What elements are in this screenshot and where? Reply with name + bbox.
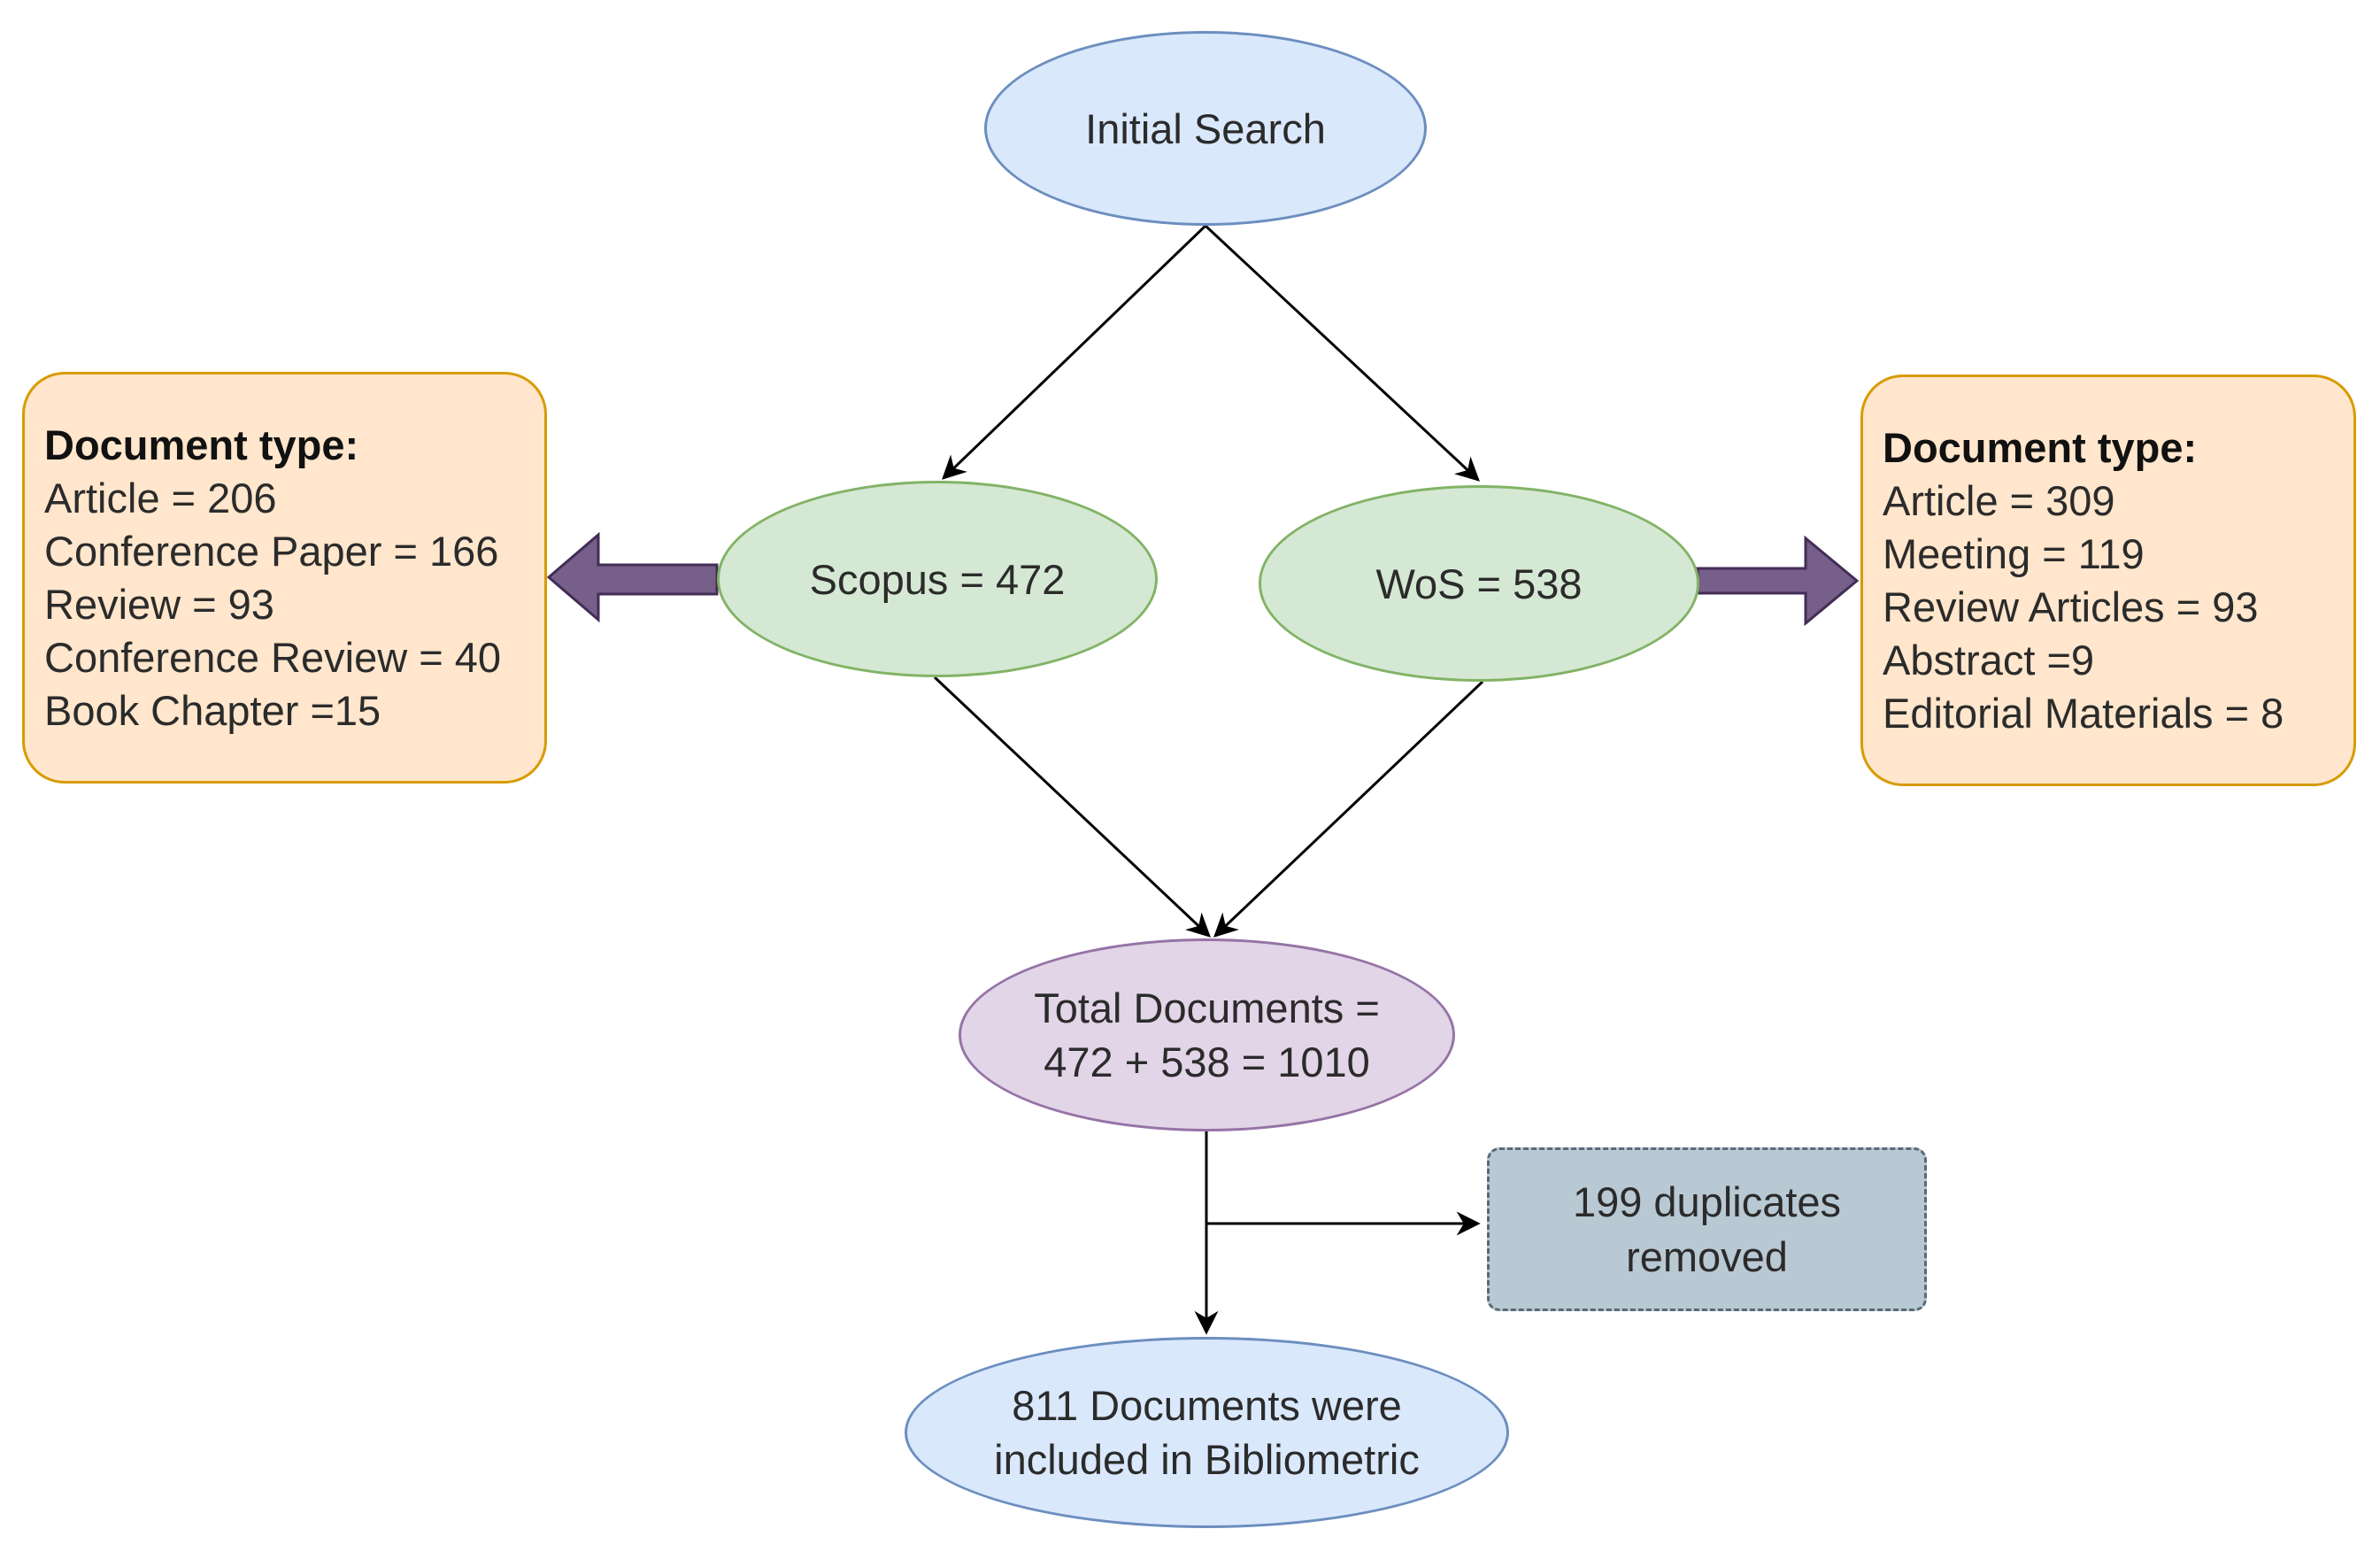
scopus-document-types-box: Document type: Article = 206 Conference … bbox=[22, 372, 547, 784]
total-documents-node: Total Documents = 472 + 538 = 1010 bbox=[959, 938, 1455, 1131]
wos-type-item: Meeting = 119 bbox=[1883, 530, 2145, 577]
total-documents-sum: 472 + 538 = 1010 bbox=[1044, 1039, 1370, 1085]
duplicates-label-line1: 199 duplicates bbox=[1572, 1178, 1842, 1225]
initial-search-node: Initial Search bbox=[984, 31, 1427, 226]
wos-type-item: Review Articles = 93 bbox=[1883, 583, 2259, 630]
scopus-types-heading: Document type: bbox=[44, 421, 359, 468]
scopus-node: Scopus = 472 bbox=[717, 481, 1158, 677]
scopus-type-item: Book Chapter =15 bbox=[44, 687, 381, 734]
final-documents-line1: 811 Documents were bbox=[1012, 1382, 1402, 1429]
scopus-type-item: Article = 206 bbox=[44, 475, 277, 521]
block-arrow-left bbox=[546, 531, 719, 623]
arrow-wos-to-total bbox=[1213, 680, 1484, 938]
wos-type-item: Editorial Materials = 8 bbox=[1883, 690, 2284, 737]
final-documents-line2: included in Bibliometric bbox=[994, 1436, 1420, 1483]
scopus-type-item: Review = 93 bbox=[44, 581, 274, 628]
wos-node: WoS = 538 bbox=[1259, 485, 1699, 682]
wos-type-item: Abstract =9 bbox=[1883, 637, 2095, 683]
initial-search-label: Initial Search bbox=[1085, 104, 1326, 152]
scopus-type-item: Conference Paper = 166 bbox=[44, 528, 499, 575]
arrow-initial-to-scopus bbox=[942, 224, 1207, 480]
arrow-scopus-to-total bbox=[933, 676, 1211, 938]
block-arrow-right bbox=[1696, 535, 1860, 627]
wos-label: WoS = 538 bbox=[1375, 560, 1583, 607]
total-documents-label: Total Documents = bbox=[1034, 984, 1380, 1031]
wos-types-heading: Document type: bbox=[1883, 424, 2198, 471]
final-documents-node: 811 Documents were included in Bibliomet… bbox=[905, 1337, 1509, 1528]
scopus-type-item: Conference Review = 40 bbox=[44, 634, 501, 681]
scopus-label: Scopus = 472 bbox=[809, 555, 1066, 603]
arrow-initial-to-wos bbox=[1204, 224, 1480, 482]
duplicates-removed-box: 199 duplicates removed bbox=[1487, 1147, 1927, 1311]
wos-document-types-box: Document type: Article = 309 Meeting = 1… bbox=[1860, 374, 2356, 786]
wos-type-item: Article = 309 bbox=[1883, 477, 2115, 524]
duplicates-label-line2: removed bbox=[1626, 1232, 1788, 1280]
